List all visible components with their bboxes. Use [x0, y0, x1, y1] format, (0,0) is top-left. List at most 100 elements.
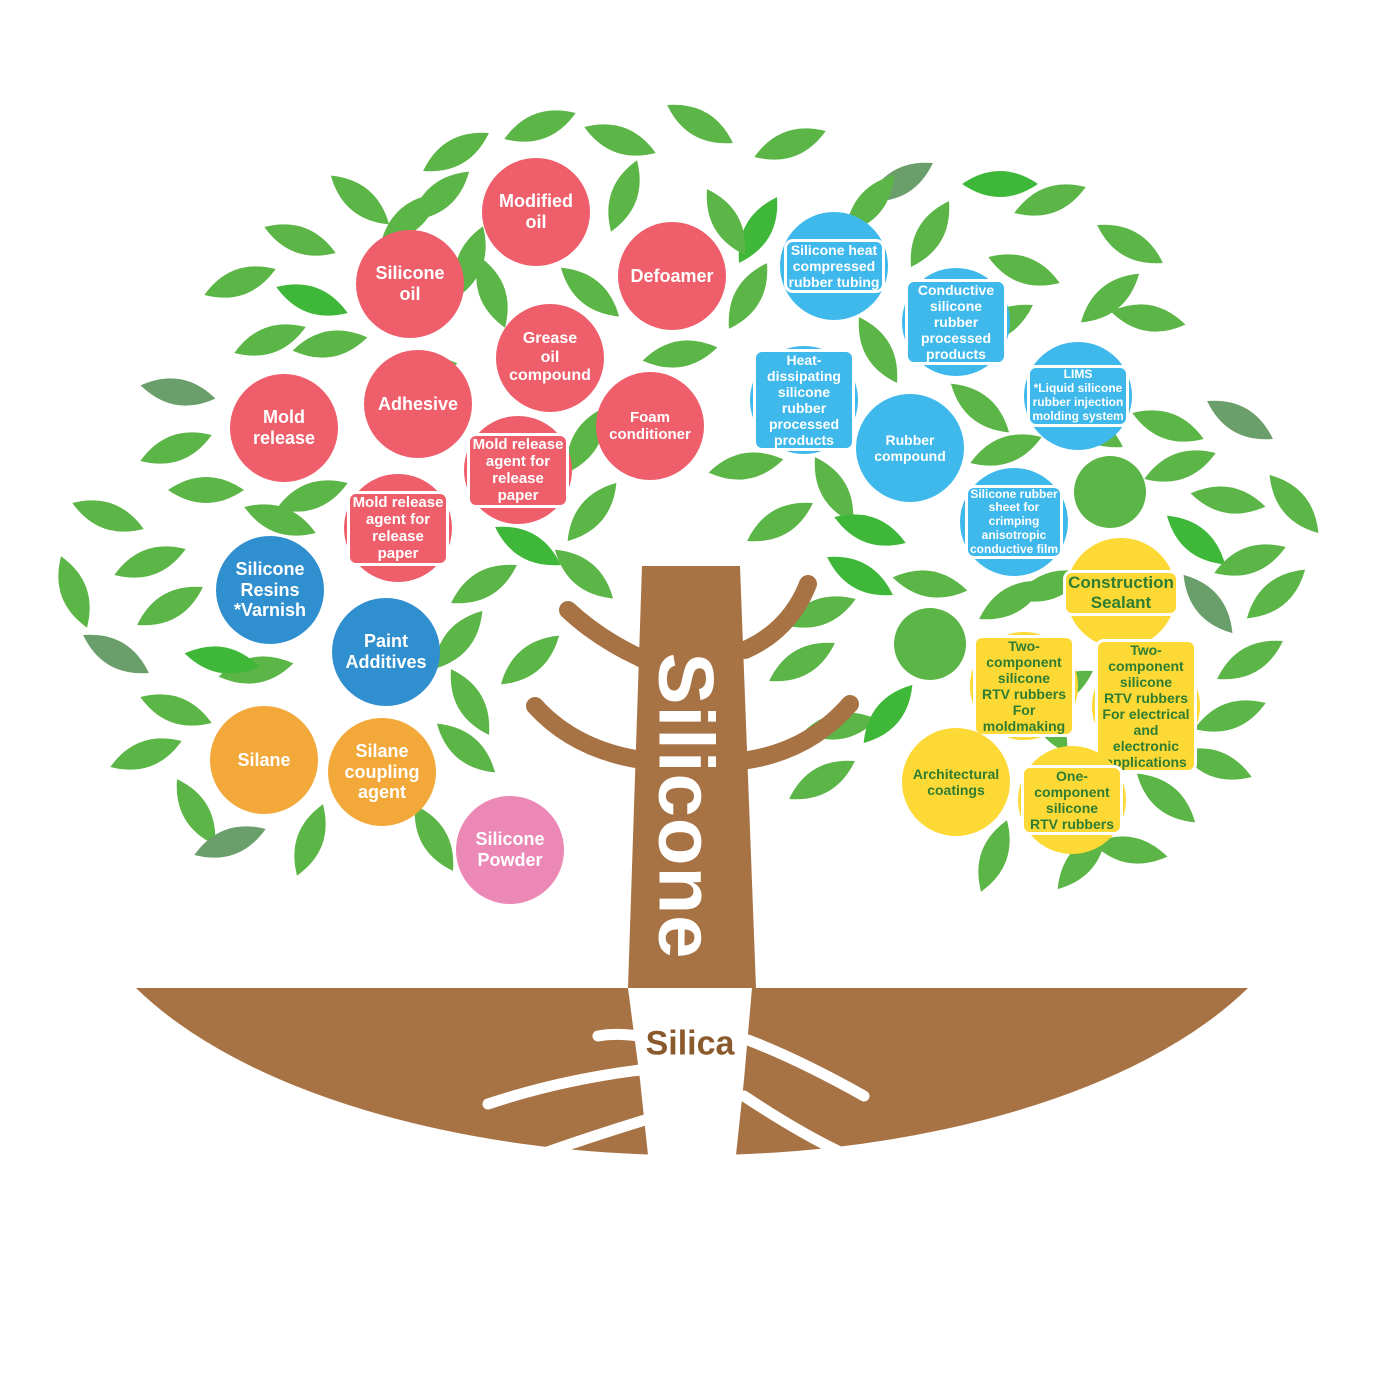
- leaf: [747, 502, 813, 542]
- leaf: [567, 482, 617, 542]
- leaf: [1207, 400, 1273, 440]
- leaf: [436, 723, 496, 773]
- leaf: [1246, 569, 1306, 619]
- leaf: [500, 635, 560, 685]
- leaf: [667, 104, 733, 144]
- leaf: [827, 556, 893, 596]
- leaf: [176, 779, 216, 845]
- bubble-lims: LIMS *Liquid silicone rubber injection m…: [1024, 342, 1132, 450]
- leaf: [1269, 474, 1319, 534]
- leaf: [450, 669, 490, 735]
- bubble-anisotropic-conductive-sheet: Silicone rubber sheet for crimping aniso…: [960, 468, 1068, 576]
- leaf: [433, 610, 483, 670]
- leaf: [140, 378, 216, 406]
- bubble-two-component-electrical: Two-component silicone RTV rubbers For e…: [1092, 641, 1200, 771]
- leaf: [83, 634, 149, 674]
- leaf: [244, 504, 316, 536]
- bubble-modified-oil: Modified oil: [482, 158, 590, 266]
- taproot: [628, 988, 752, 1230]
- leaf: [1214, 544, 1286, 576]
- leaf: [784, 596, 856, 628]
- leaf: [814, 457, 854, 523]
- leaf: [276, 480, 348, 512]
- leaf: [566, 407, 606, 473]
- leaf: [168, 477, 244, 503]
- leaf: [184, 646, 260, 674]
- leaf: [789, 760, 855, 800]
- leaf: [414, 805, 454, 871]
- bubble-silicone-powder: Silicone Powder: [456, 796, 564, 904]
- leaf: [554, 549, 614, 599]
- leaf: [264, 224, 336, 256]
- leaf: [858, 317, 898, 383]
- leaf: [137, 586, 203, 626]
- leaf: [970, 434, 1042, 466]
- bubble-foam-conditioner: Foam conditioner: [596, 372, 704, 480]
- branches: [526, 575, 859, 769]
- trunk-label: Silicone: [642, 652, 731, 960]
- leaf: [769, 642, 835, 682]
- bubble-construction-sealant: Construction Sealant: [1066, 538, 1176, 648]
- leaf: [504, 110, 576, 142]
- bubble-heat-dissipating-rubber: Heat-dissipating silicone rubber process…: [750, 346, 858, 454]
- leaf: [204, 266, 276, 298]
- leaf: [1132, 410, 1204, 442]
- leaf: [1014, 184, 1086, 216]
- bubble-heat-compressed-tubing: Silicone heat compressed rubber tubing: [780, 212, 888, 320]
- leaf: [1194, 700, 1266, 732]
- leaf: [330, 175, 390, 225]
- leaf: [1144, 450, 1216, 482]
- leaf: [1180, 748, 1252, 780]
- leaf: [1110, 304, 1186, 332]
- leaf: [1136, 773, 1196, 823]
- leaf: [706, 189, 746, 255]
- bubble-defoamer: Defoamer: [618, 222, 726, 330]
- bubble-conductive-silicone-rubber: Conductive silicone rubber processed pro…: [902, 268, 1010, 376]
- leaf: [910, 201, 950, 267]
- leaf: [738, 197, 778, 263]
- leaf: [642, 340, 718, 368]
- leaf-round: [1074, 456, 1146, 528]
- bubble-silane-coupling-agent: Silane coupling agent: [328, 718, 436, 826]
- leaf: [292, 330, 368, 358]
- leaf: [114, 546, 186, 578]
- leaf: [584, 124, 656, 156]
- leaf: [234, 324, 306, 356]
- leaf: [451, 564, 517, 604]
- leaf: [754, 128, 826, 160]
- leaf: [708, 452, 784, 480]
- leaf-round: [894, 608, 966, 680]
- leaf: [140, 694, 212, 726]
- leaf: [140, 432, 212, 464]
- bubble-mold-release-agent-1: Mold release agent for release paper: [464, 416, 572, 524]
- leaf: [863, 684, 913, 744]
- bubble-paint-additives: Paint Additives: [332, 598, 440, 706]
- bubble-silicone-oil: Silicone oil: [356, 230, 464, 338]
- leaf: [1217, 640, 1283, 680]
- leaf: [950, 383, 1010, 433]
- leaf: [58, 556, 90, 628]
- leaf: [1183, 574, 1233, 634]
- leaf: [834, 514, 906, 546]
- leaf: [1166, 515, 1226, 565]
- bubble-architectural-coatings: Architectural coatings: [902, 728, 1010, 836]
- leaf: [110, 738, 182, 770]
- leaf: [892, 570, 968, 598]
- leaf: [1097, 224, 1163, 264]
- leaf: [194, 826, 266, 858]
- leaf: [962, 171, 1038, 197]
- bubble-silicone-resins: Silicone Resins *Varnish: [216, 536, 324, 644]
- leaf: [294, 804, 326, 876]
- bubble-adhesive: Adhesive: [364, 350, 472, 458]
- leaf: [423, 132, 489, 172]
- leaf: [1080, 273, 1140, 323]
- leaf: [728, 263, 768, 329]
- root-strands: [482, 1028, 870, 1168]
- leaf: [1092, 836, 1168, 864]
- leaf: [988, 254, 1060, 286]
- leaf: [72, 500, 144, 532]
- leaf: [608, 160, 640, 232]
- leaf: [495, 526, 561, 566]
